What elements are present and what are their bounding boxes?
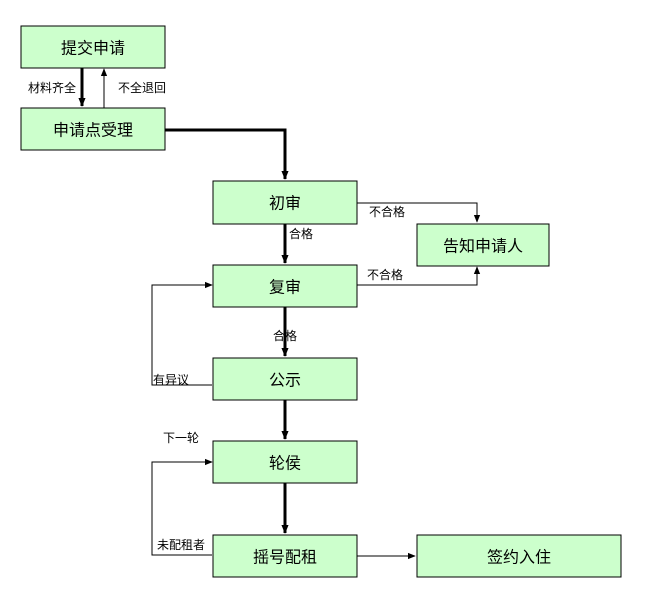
label-objection: 有异议 <box>153 373 189 387</box>
node-initial-review-label: 初审 <box>269 194 301 213</box>
label-incomplete-return: 不全退回 <box>118 80 166 95</box>
node-second-review: 复审 <box>212 264 358 308</box>
edge-accept-to-initial-review <box>165 128 289 180</box>
label-next-round: 下一轮 <box>163 431 199 445</box>
edge-lottery-unallocated-to-waiting <box>151 458 213 556</box>
node-lottery: 摇号配租 <box>212 534 358 578</box>
label-materials-complete: 材料齐全 <box>28 80 76 95</box>
node-submit: 提交申请 <box>20 25 166 69</box>
node-second-review-label: 复审 <box>269 278 301 297</box>
node-sign-label: 签约入住 <box>487 548 551 567</box>
node-notify-label: 告知申请人 <box>443 237 523 256</box>
label-second-fail: 不合格 <box>367 267 403 282</box>
node-publicity: 公示 <box>212 357 358 401</box>
label-initial-fail: 不合格 <box>369 204 405 219</box>
node-submit-label: 提交申请 <box>61 39 125 58</box>
node-sign: 签约入住 <box>416 534 622 578</box>
edge-initial-review-to-notify <box>357 202 481 223</box>
node-waiting: 轮侯 <box>212 440 358 484</box>
label-initial-pass: 合格 <box>289 226 313 241</box>
node-initial-review: 初审 <box>212 180 358 225</box>
edge-second-review-to-notify <box>357 266 481 286</box>
node-accept-label: 申请点受理 <box>53 121 133 140</box>
node-publicity-label: 公示 <box>269 371 301 390</box>
label-second-pass: 合格 <box>273 328 297 343</box>
node-waiting-label: 轮侯 <box>269 454 301 473</box>
node-lottery-label: 摇号配租 <box>253 548 317 567</box>
label-not-allocated: 未配租者 <box>157 538 205 552</box>
node-accept: 申请点受理 <box>20 107 166 151</box>
node-notify: 告知申请人 <box>416 223 550 267</box>
edge-publicity-objection-to-second-review <box>151 281 213 386</box>
